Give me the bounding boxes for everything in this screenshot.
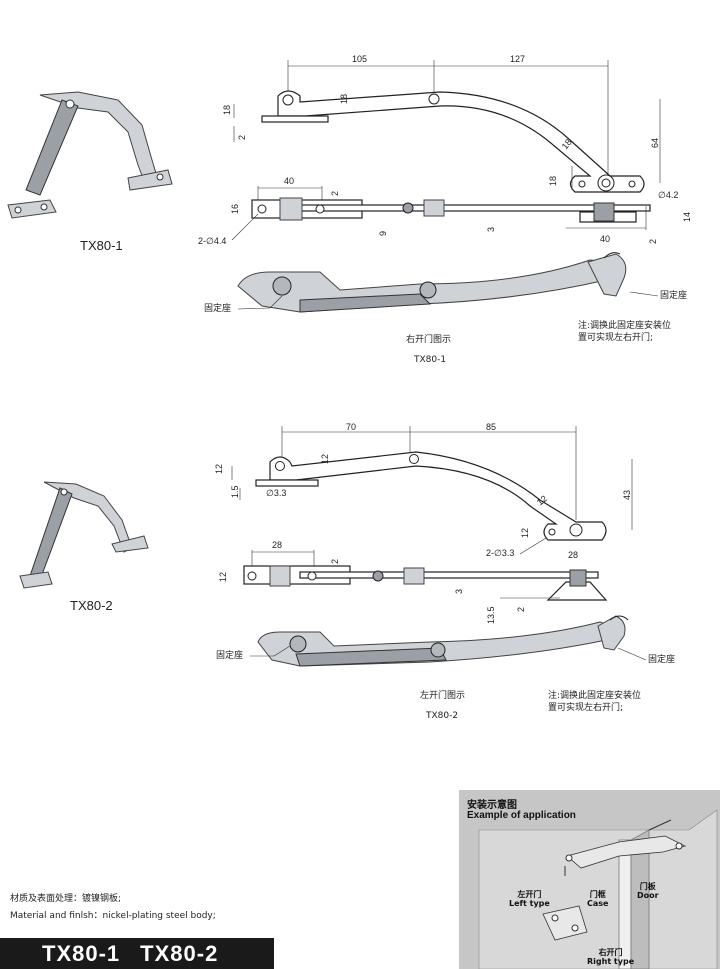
dim-2-a: 2: [237, 135, 247, 140]
tx80-1-side-view: [251, 186, 651, 230]
dim-12-e: 12: [218, 572, 228, 582]
right-type-cn: 右开门: [598, 948, 623, 957]
dim-70: 70: [346, 422, 356, 432]
dim-2-b-2: 2: [516, 607, 526, 612]
fixed-seat-label-right: 固定座: [660, 289, 687, 301]
case-en: Case: [587, 899, 609, 908]
tx80-2-top-view: [231, 426, 633, 541]
application-panel: 安装示意图 Example of application 左开门 Left ty…: [459, 790, 720, 969]
dim-28-b: 28: [568, 550, 578, 560]
dim-2-a-2: 2: [330, 559, 340, 564]
right-type-label: 右开门 Right type: [587, 948, 634, 966]
dim-28-a: 28: [272, 540, 282, 550]
banner-model-2: TX80-2: [140, 940, 219, 966]
dim-holes: 2-∅4.4: [198, 236, 226, 246]
left-type-label: 左开门 Left type: [509, 890, 550, 908]
dim-2-b: 2: [330, 191, 340, 196]
caption-left-door: 左开门图示: [420, 689, 465, 701]
note-line-2: 置可实现左右开门;: [578, 331, 653, 343]
model-banner: TX80-1 TX80-2: [0, 938, 274, 969]
tx80-1-model-label: TX80-1: [80, 238, 123, 253]
tx80-1-photo: [7, 91, 173, 219]
door-cn: 门板: [639, 882, 656, 891]
dim-9: 9: [378, 231, 388, 236]
dim-105: 105: [352, 54, 367, 64]
tx80-1-3d-view: [237, 252, 627, 313]
left-type-en: Left type: [509, 899, 550, 908]
dim-18-b: 18: [339, 94, 349, 104]
dim-43: 43: [622, 490, 632, 500]
material-en: Material and finlsh：nickel-plating steel…: [10, 911, 216, 921]
dim-18-d: 18: [548, 176, 558, 186]
material-cn: 材质及表面处理：镀镍钢板;: [10, 894, 122, 904]
application-illustration: [478, 809, 718, 969]
dim-3: 3: [486, 227, 496, 232]
application-title-en: Example of application: [467, 810, 576, 821]
case-label: 门框 Case: [587, 890, 608, 908]
fixed-seat-label-right-2: 固定座: [648, 653, 675, 665]
dim-1-5: 1.5: [230, 485, 240, 498]
dim-14: 14: [682, 212, 692, 222]
fixed-seat-label-left: 固定座: [204, 302, 231, 314]
fixed-seat-label-left-2: 固定座: [216, 649, 243, 661]
note-line-1: 注:调换此固定座安装位: [578, 319, 671, 331]
dim-dia-4-2: ∅4.2: [658, 190, 678, 200]
dim-12-d: 12: [520, 528, 530, 538]
dim-holes-2: 2-∅3.3: [486, 548, 514, 558]
banner-model-1: TX80-1: [42, 940, 121, 966]
dim-40-b: 40: [600, 234, 610, 244]
dim-18-a: 18: [222, 105, 232, 115]
door-en: Door: [637, 891, 659, 900]
dim-127: 127: [510, 54, 525, 64]
tx80-2-photo: [19, 481, 149, 589]
tx80-1-top-view: [233, 60, 661, 193]
dim-2-c: 2: [648, 239, 658, 244]
caption-model-2: TX80-2: [425, 711, 458, 721]
tx80-2-model-label: TX80-2: [70, 598, 113, 613]
application-title-cn: 安装示意图: [467, 800, 517, 811]
dim-16: 16: [230, 204, 240, 214]
dim-12-a: 12: [214, 464, 224, 474]
door-label: 门板 Door: [637, 882, 659, 900]
left-type-cn: 左开门: [517, 890, 542, 899]
right-type-en: Right type: [587, 957, 635, 966]
dim-40-a: 40: [284, 176, 294, 186]
dim-64: 64: [650, 138, 660, 148]
note-line-1-2: 注:调换此固定座安装位: [548, 689, 641, 701]
dim-dia-3-3: ∅3.3: [266, 488, 286, 498]
dim-3-2: 3: [454, 589, 464, 594]
dim-13-5: 13.5: [486, 606, 496, 624]
caption-model: TX80-1: [413, 355, 446, 365]
note-line-2-2: 置可实现左右开门;: [548, 701, 623, 713]
dim-18-c: 18: [560, 137, 574, 151]
tx80-2-side-view: [243, 550, 608, 601]
caption-right-door: 右开门图示: [406, 333, 451, 345]
dim-12-c: 12: [535, 493, 549, 507]
tx80-2-3d-view: [257, 615, 629, 667]
dim-12-b: 12: [320, 454, 330, 464]
case-cn: 门框: [589, 890, 606, 899]
dim-85: 85: [486, 422, 496, 432]
